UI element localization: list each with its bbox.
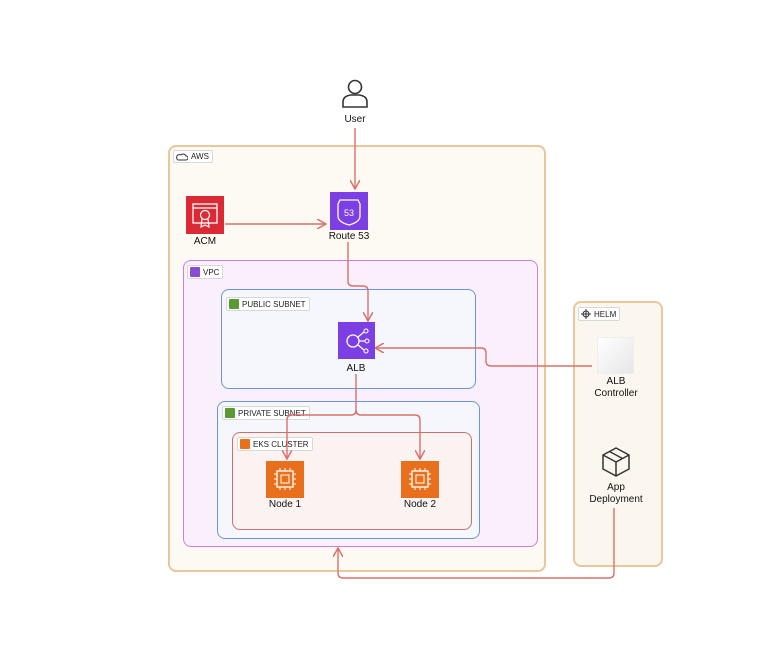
app-deployment-label-line1: App: [607, 482, 625, 493]
route53-node[interactable]: 53: [330, 192, 368, 230]
aws-tag: AWS: [173, 150, 213, 163]
node2-node[interactable]: [401, 461, 439, 498]
route53-label: Route 53: [328, 231, 370, 242]
alb-controller-label-line1: ALB: [606, 376, 626, 387]
helm-tag-label: HELM: [594, 309, 617, 319]
app-deployment-label-line2: Deployment: [589, 494, 643, 505]
package-cube-icon: [602, 447, 630, 477]
eks-cluster-tag: EKS CLUSTER: [237, 437, 313, 451]
public-subnet-tag: PUBLIC SUBNET: [226, 297, 310, 311]
certificate-icon: [192, 203, 218, 229]
app-deployment-to-aws-arrow: [338, 508, 615, 579]
alb-to-node2-arrow: [355, 409, 420, 458]
acm-node[interactable]: [186, 196, 224, 234]
private-subnet-tag-label: PRIVATE SUBNET: [238, 408, 306, 418]
node2-label: Node 2: [403, 499, 437, 510]
alb-controller-label: ALB Controller: [586, 376, 646, 400]
vpc-tag-label: VPC: [203, 267, 220, 277]
vpc-tag: VPC: [187, 265, 224, 279]
user-label: User: [344, 114, 366, 125]
alb-controller-to-alb-arrow: [376, 348, 592, 367]
alb-node[interactable]: [338, 322, 375, 359]
alb-label: ALB: [346, 363, 366, 374]
ec2-chip-icon: [409, 468, 431, 490]
public-subnet-tag-label: PUBLIC SUBNET: [242, 299, 306, 309]
eks-cluster-tag-label: EKS CLUSTER: [253, 439, 309, 449]
public-subnet-icon: [229, 299, 239, 309]
app-deployment-label: App Deployment: [581, 482, 651, 506]
vpc-icon: [190, 267, 200, 277]
route53-badge: 53: [344, 208, 354, 218]
helm-wheel-icon: [581, 309, 591, 319]
node1-node[interactable]: [266, 461, 304, 498]
acm-label: ACM: [193, 236, 217, 247]
aws-tag-label: AWS: [191, 152, 209, 161]
route53-to-alb-arrow: [347, 242, 368, 320]
alb-to-node1-arrow: [287, 374, 357, 458]
route53-shield-icon: 53: [337, 199, 361, 226]
helm-tag: HELM: [578, 307, 621, 321]
load-balancer-icon: [346, 328, 370, 354]
alb-controller-label-line2: Controller: [594, 388, 638, 399]
alb-controller-node[interactable]: [597, 337, 634, 374]
node1-label: Node 1: [268, 499, 302, 510]
private-subnet-icon: [225, 408, 235, 418]
aws-cloud-icon: [176, 153, 188, 160]
ec2-chip-icon: [274, 468, 296, 490]
user-icon: [342, 79, 368, 108]
eks-icon: [240, 439, 250, 449]
